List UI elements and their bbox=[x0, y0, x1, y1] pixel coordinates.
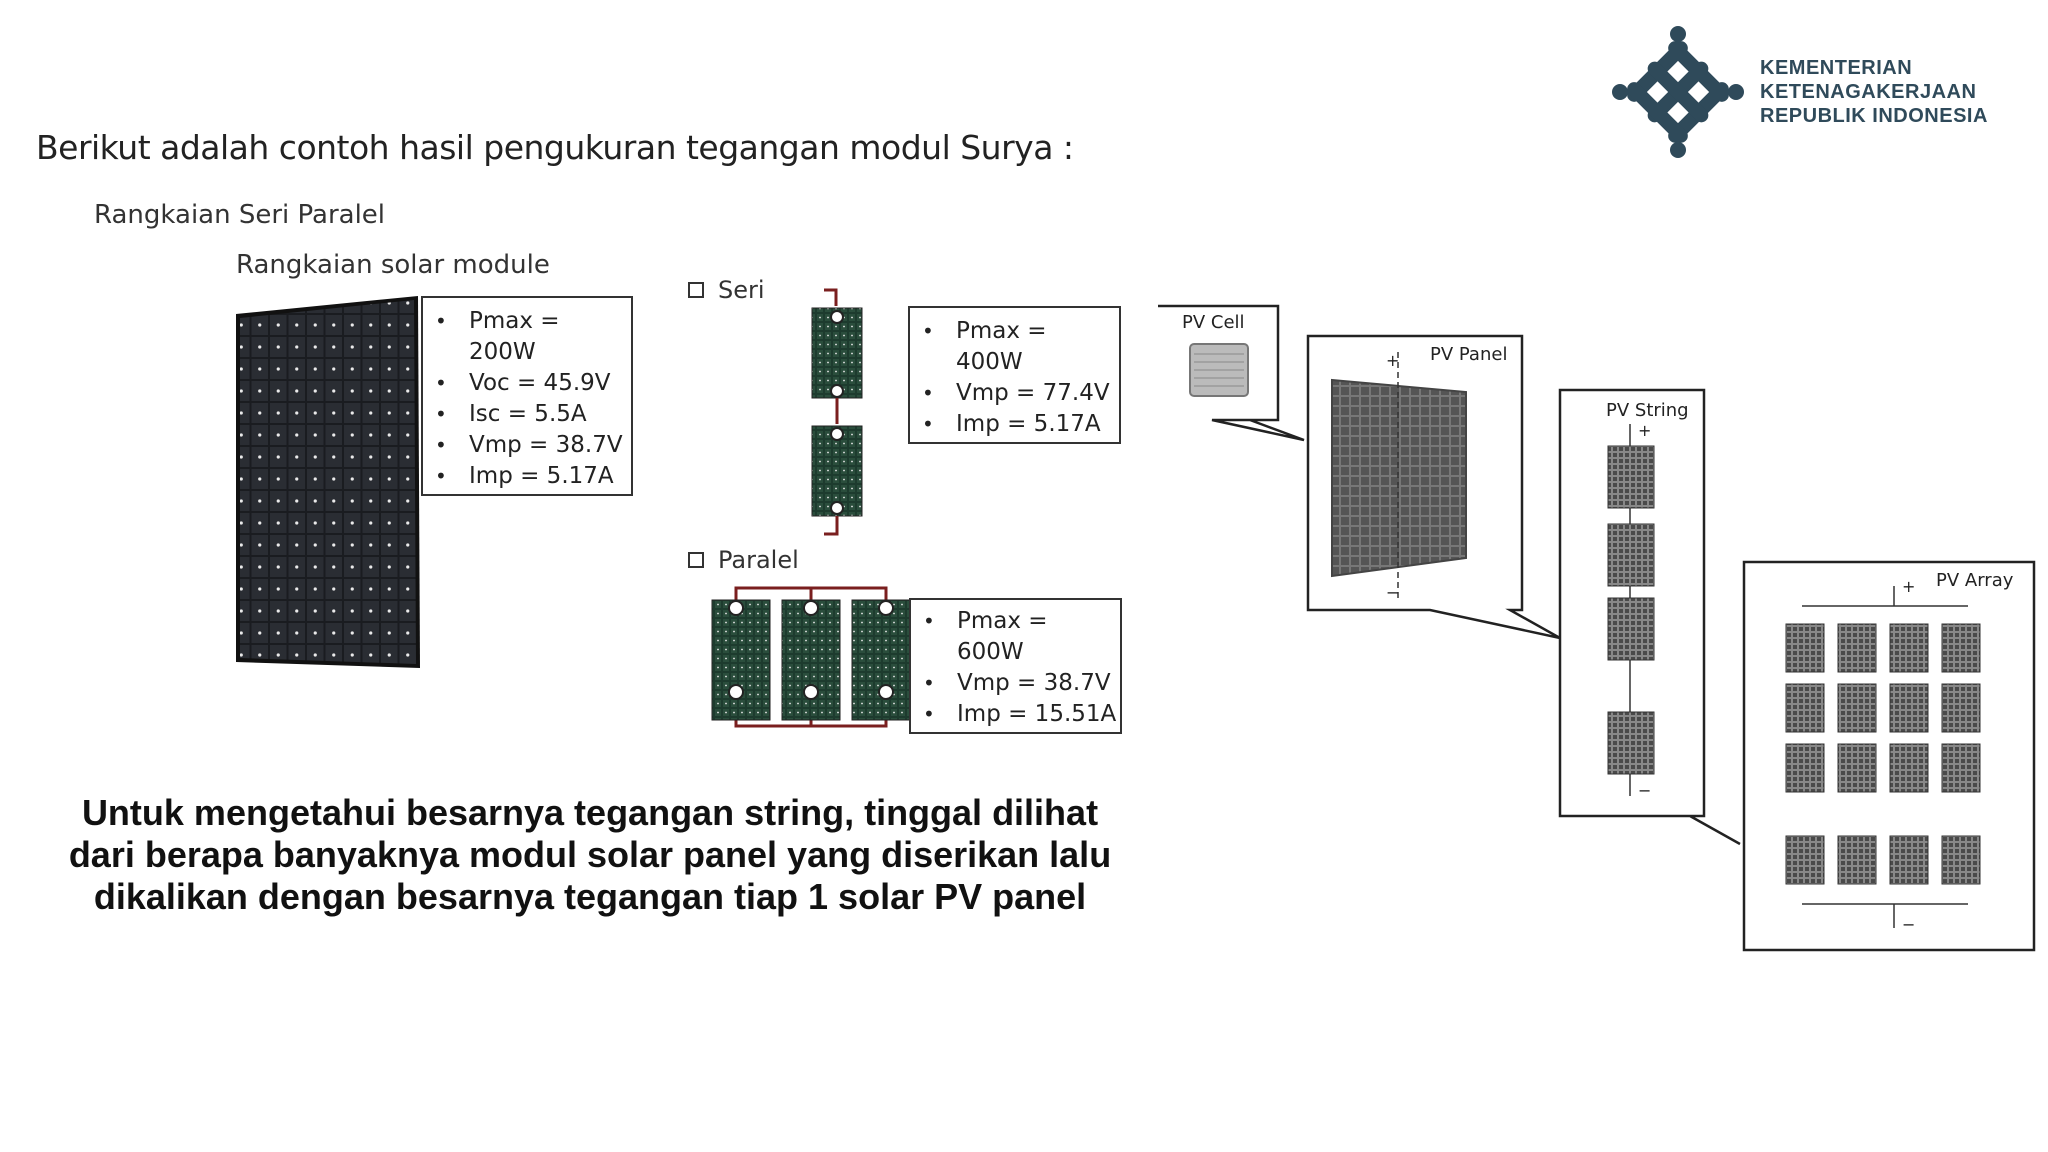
svg-text:−: − bbox=[1386, 583, 1399, 602]
seri-checkbox-icon bbox=[688, 282, 704, 298]
paralel-spec-box: Pmax = 600W Vmp = 38.7V Imp = 15.51A bbox=[909, 598, 1122, 734]
paralel-label: Paralel bbox=[688, 546, 799, 574]
svg-text:+: + bbox=[1638, 421, 1651, 440]
ministry-logo-icon bbox=[1612, 26, 1744, 158]
paralel-imp: Imp = 15.51A bbox=[923, 699, 1120, 730]
seri-pmax-value: 400W bbox=[956, 349, 1023, 375]
pv-panel-label: PV Panel bbox=[1430, 344, 1508, 365]
spec-pmax-value: 200W bbox=[469, 339, 536, 365]
explanation-caption: Untuk mengetahui besarnya tegangan strin… bbox=[68, 792, 1112, 917]
paralel-checkbox-icon bbox=[688, 552, 704, 568]
subtitle-solar-module: Rangkaian solar module bbox=[236, 250, 550, 280]
svg-text:+: + bbox=[1902, 577, 1915, 596]
ministry-name: KEMENTERIAN KETENAGAKERJAAN REPUBLIK IND… bbox=[1760, 56, 1988, 128]
spec-vmp: Vmp = 38.7V bbox=[435, 430, 631, 461]
logo-line-1: KEMENTERIAN bbox=[1760, 57, 1913, 79]
logo-line-3: REPUBLIK INDONESIA bbox=[1760, 105, 1988, 127]
seri-spec-box: Pmax = 400W Vmp = 77.4V Imp = 5.17A bbox=[908, 306, 1121, 444]
pv-cell-label: PV Cell bbox=[1182, 312, 1245, 333]
logo-line-2: KETENAGAKERJAAN bbox=[1760, 81, 1977, 103]
solar-module-image bbox=[236, 296, 420, 668]
paralel-vmp: Vmp = 38.7V bbox=[923, 668, 1120, 699]
seri-imp: Imp = 5.17A bbox=[922, 409, 1119, 440]
paralel-text: Paralel bbox=[718, 546, 799, 574]
pv-string-label: PV String bbox=[1606, 400, 1689, 421]
spec-pmax-label: Pmax = bbox=[435, 306, 631, 337]
series-diagram bbox=[811, 288, 863, 536]
svg-text:−: − bbox=[1902, 915, 1915, 934]
page-heading: Berikut adalah contoh hasil pengukuran t… bbox=[36, 128, 1074, 167]
spec-voc: Voc = 45.9V bbox=[435, 368, 631, 399]
module-spec-box: Pmax = 200W Voc = 45.9V Isc = 5.5A Vmp =… bbox=[421, 296, 633, 496]
subtitle-series-parallel: Rangkaian Seri Paralel bbox=[94, 200, 386, 230]
seri-text: Seri bbox=[718, 276, 765, 304]
pv-array-label: PV Array bbox=[1936, 570, 2014, 591]
svg-text:−: − bbox=[1638, 781, 1651, 800]
paralel-pmax-label: Pmax = bbox=[923, 606, 1120, 637]
seri-label: Seri bbox=[688, 276, 765, 304]
pv-hierarchy-diagram: + − + − + − bbox=[1158, 304, 2036, 952]
seri-vmp: Vmp = 77.4V bbox=[922, 378, 1119, 409]
seri-pmax-label: Pmax = bbox=[922, 316, 1119, 347]
spec-isc: Isc = 5.5A bbox=[435, 399, 631, 430]
svg-text:+: + bbox=[1386, 351, 1399, 370]
spec-imp: Imp = 5.17A bbox=[435, 461, 631, 492]
paralel-pmax-value: 600W bbox=[957, 639, 1024, 665]
parallel-diagram bbox=[711, 586, 911, 728]
